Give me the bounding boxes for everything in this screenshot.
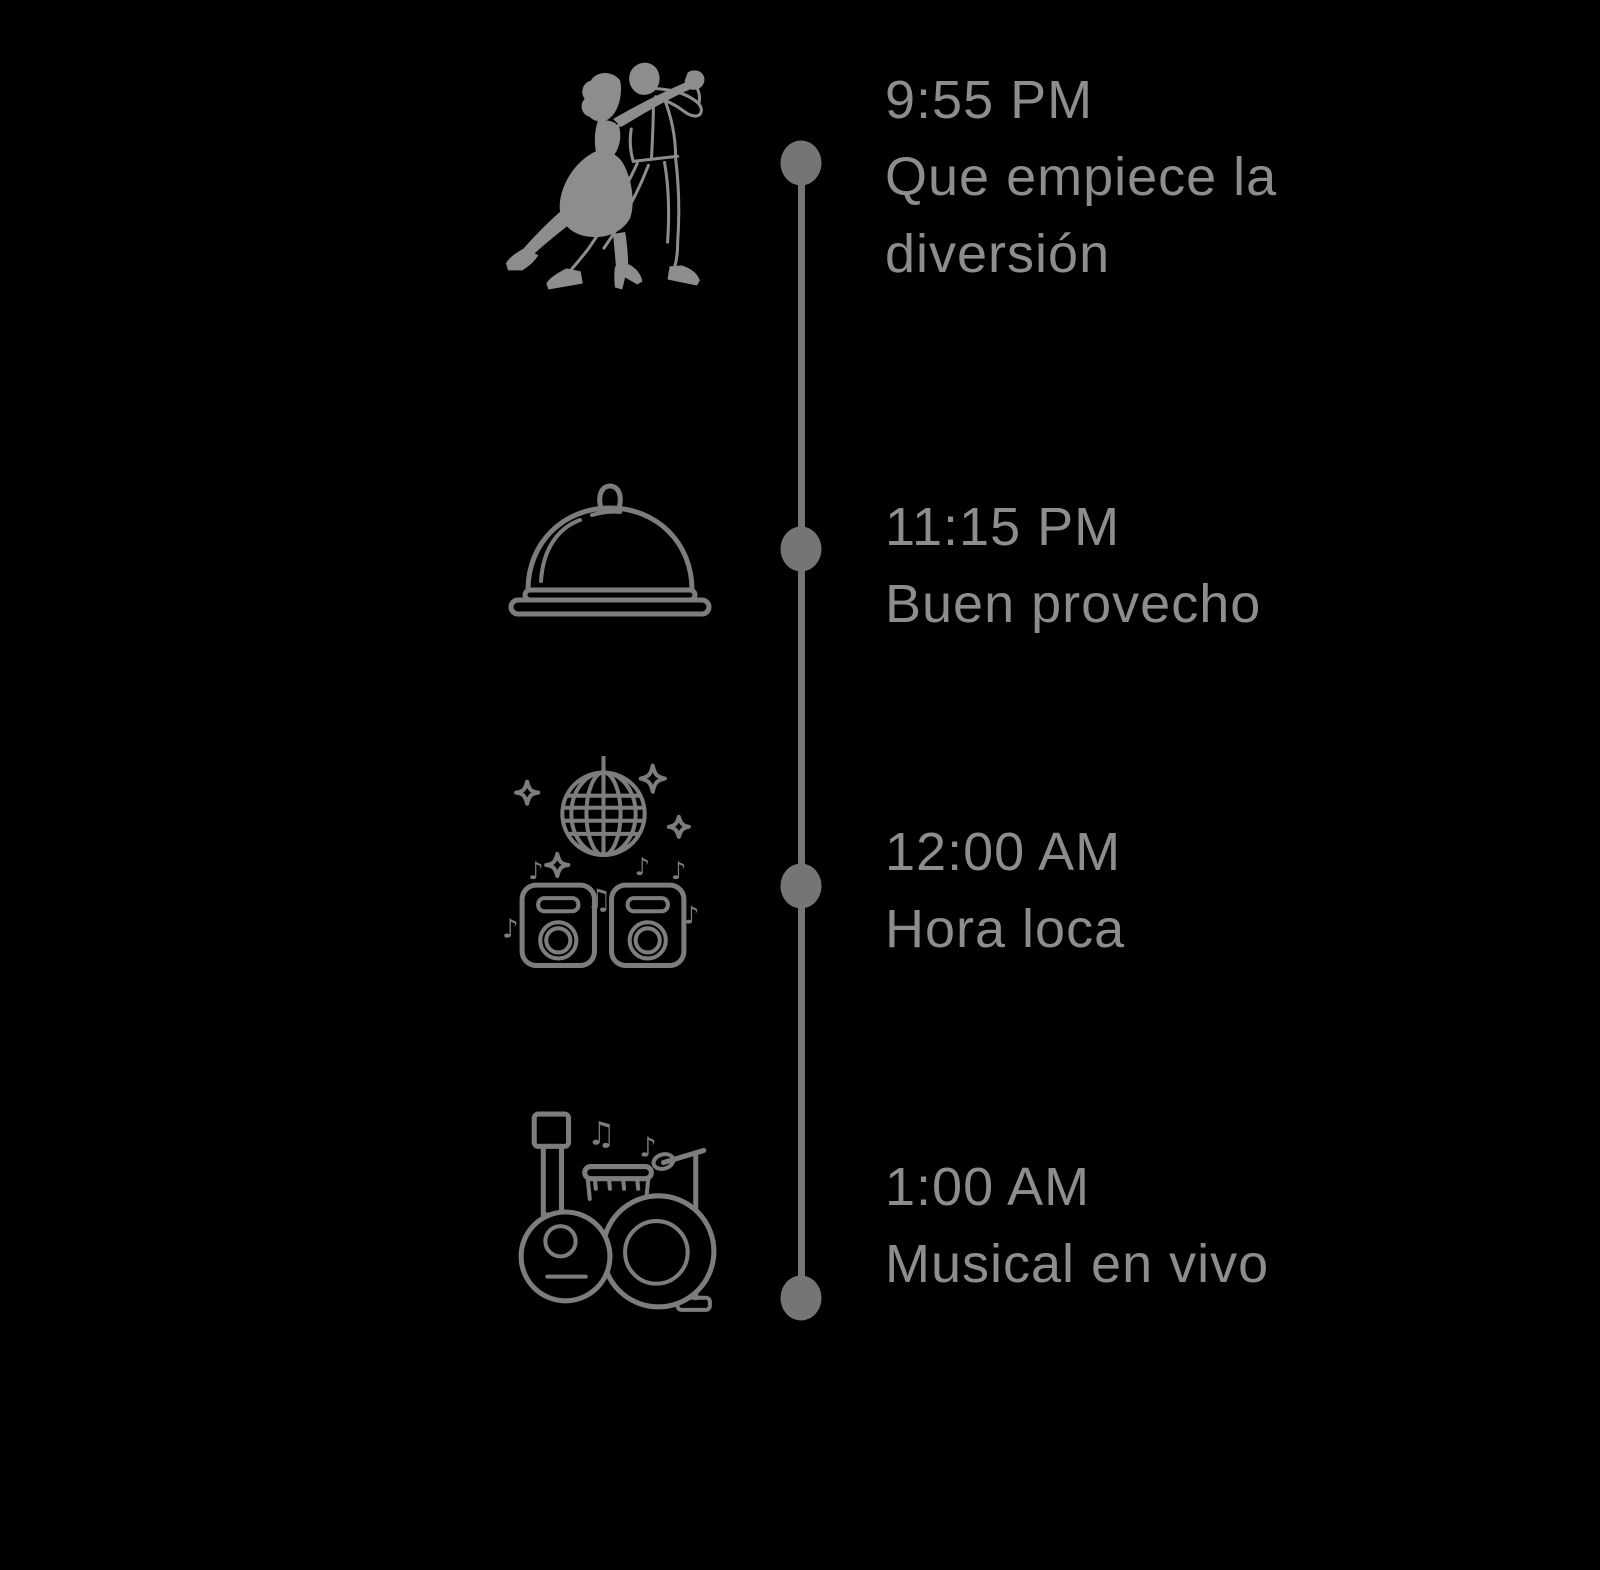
event-time: 11:15 PM (885, 497, 1121, 557)
dancing-couple-icon (502, 58, 714, 296)
timeline-dot-2 (780, 526, 822, 572)
event-title: Buen provecho (885, 574, 1262, 634)
event-time: 9:55 PM (885, 70, 1094, 130)
svg-text:♪: ♪ (684, 901, 699, 929)
svg-text:♫: ♫ (587, 1114, 616, 1152)
svg-text:♪: ♪ (671, 857, 686, 885)
timeline-entry-1: 9:55 PM Que empiece la diversión (885, 62, 1355, 293)
live-band-icon: ♫ ♪ (510, 1110, 724, 1317)
event-time: 12:00 AM (885, 822, 1122, 882)
svg-text:♫: ♫ (586, 883, 611, 916)
food-cloche-icon (504, 478, 716, 618)
timeline-entry-4: 1:00 AM Musical en vivo (885, 1149, 1355, 1303)
timeline-line (798, 163, 805, 1298)
svg-text:♪: ♪ (502, 914, 519, 944)
timeline-dot-1 (780, 140, 822, 186)
svg-text:♪: ♪ (639, 1132, 656, 1163)
event-time: 1:00 AM (885, 1157, 1091, 1217)
timeline-dot-4 (780, 1275, 822, 1321)
event-title: Hora loca (885, 899, 1126, 959)
svg-text:♪: ♪ (528, 857, 543, 885)
event-title: Musical en vivo (885, 1234, 1270, 1294)
timeline-entry-2: 11:15 PM Buen provecho (885, 489, 1355, 643)
timeline-dot-3 (780, 863, 822, 909)
event-title: Que empiece la diversión (885, 147, 1278, 284)
svg-text:♪: ♪ (635, 853, 650, 881)
disco-ball-speakers-icon: ♪ ♪ ♫ ♪ ♪ ♪ (500, 756, 706, 968)
timeline-entry-3: 12:00 AM Hora loca (885, 814, 1355, 968)
